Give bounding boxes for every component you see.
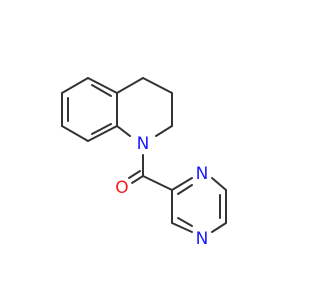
bond — [211, 177, 227, 191]
atom-bg — [133, 133, 153, 153]
atom-n-label: N — [137, 134, 150, 154]
bond — [116, 77, 144, 94]
bond — [61, 125, 89, 142]
bond-double — [128, 170, 141, 179]
bond — [87, 125, 118, 142]
bond-double-inner — [91, 84, 112, 97]
atom-labels: N O N N — [112, 133, 212, 249]
bond — [87, 77, 118, 94]
atom-bg — [112, 177, 132, 197]
bond — [116, 125, 131, 137]
atom-bg — [192, 228, 212, 248]
bond — [142, 175, 173, 191]
bond — [61, 77, 89, 94]
bond-double-inner — [177, 217, 193, 227]
atom-bg — [192, 163, 212, 183]
bond — [171, 177, 193, 191]
molecule-canvas: N O N N — [61, 77, 227, 249]
bond-double — [131, 175, 144, 184]
bond-double-inner — [91, 123, 112, 135]
atom-n-label: N — [196, 164, 209, 184]
bond — [155, 125, 173, 137]
bonds — [61, 77, 227, 233]
bond — [211, 222, 227, 233]
atom-n-label: N — [196, 229, 209, 249]
bond — [142, 77, 173, 94]
atom-o-label: O — [115, 178, 128, 198]
bond-double-inner — [177, 184, 193, 195]
bond — [171, 222, 193, 233]
molecule-structure: N O N N — [61, 77, 227, 249]
